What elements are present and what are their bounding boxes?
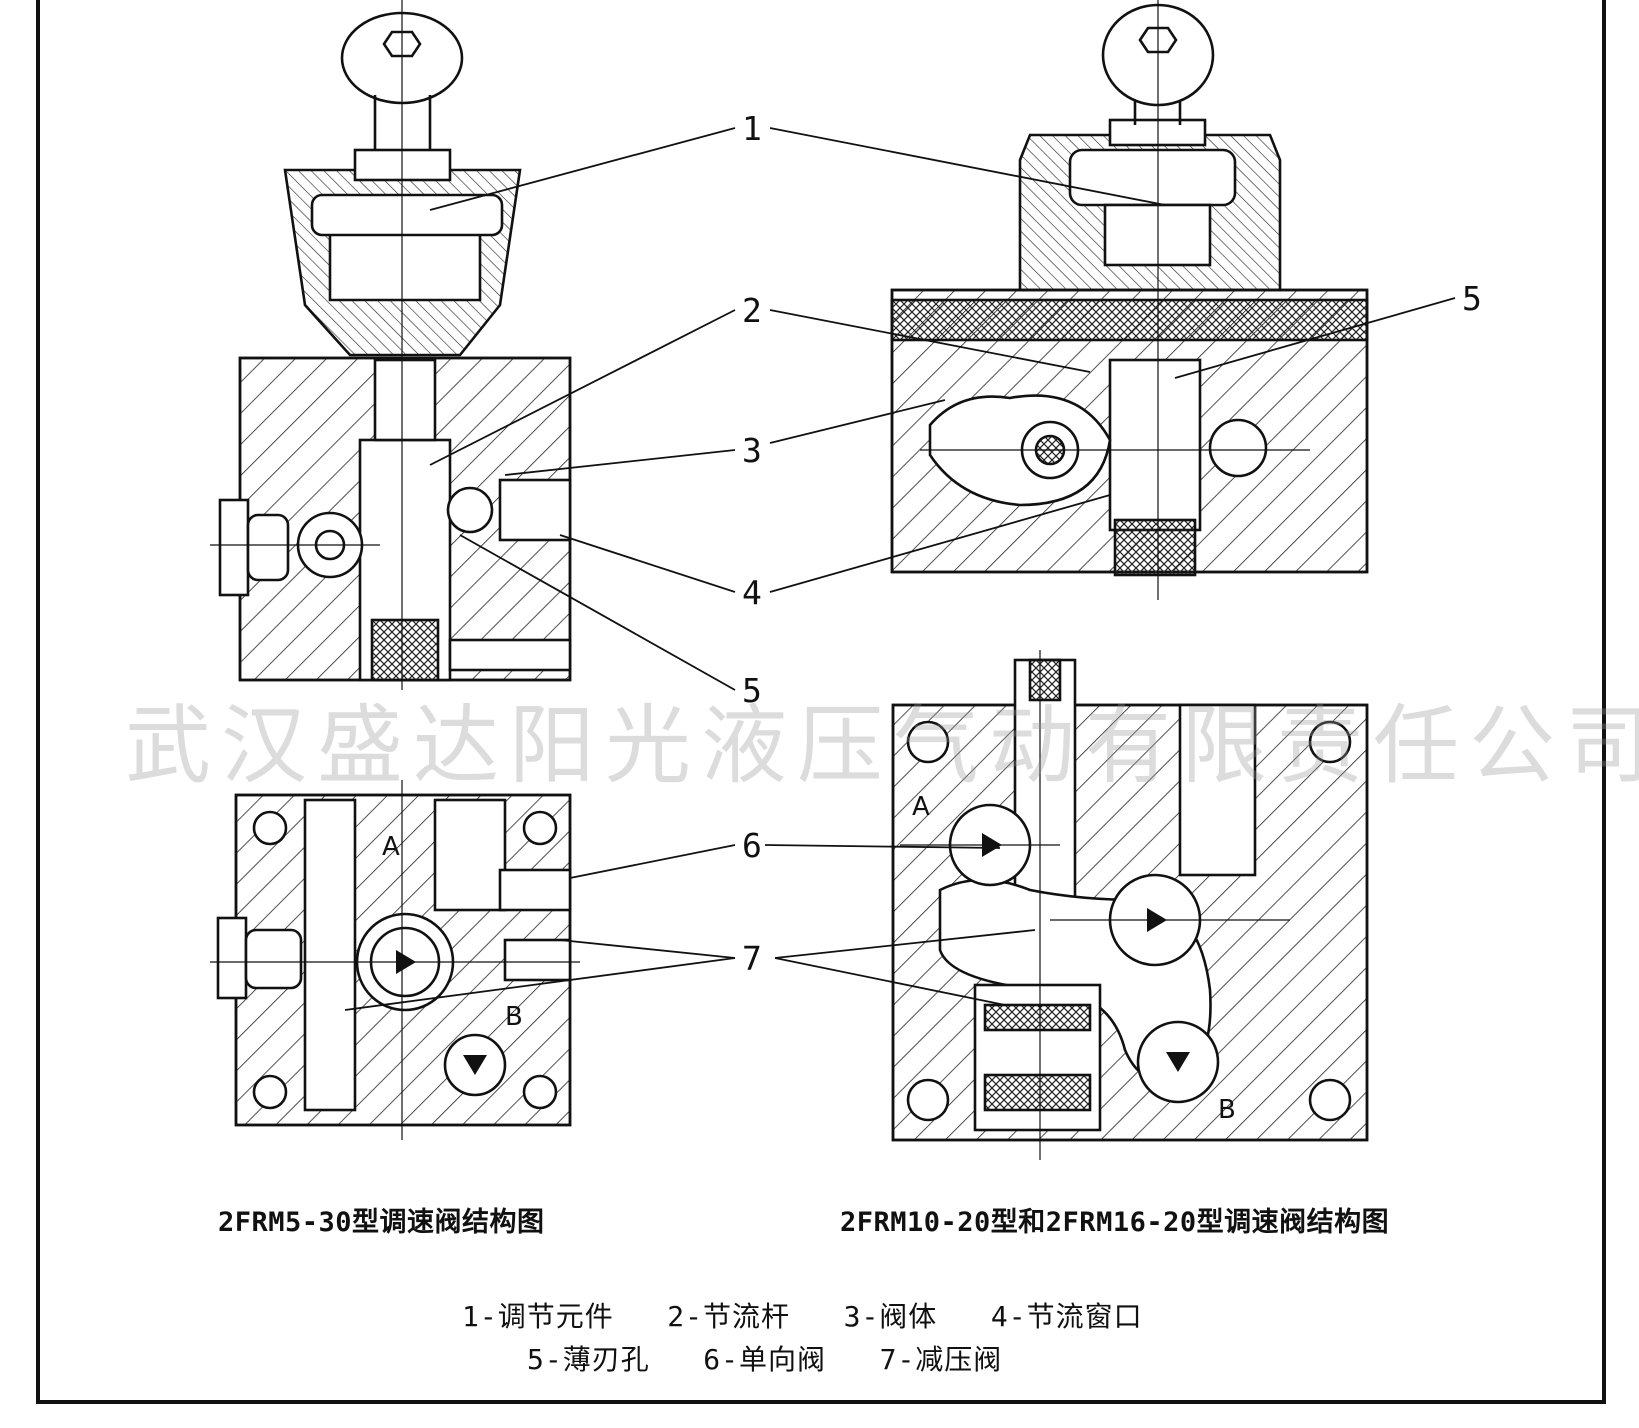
legend-line-2: 5-薄刃孔 6-单向阀 7-减压阀 (527, 1338, 1002, 1378)
callout-3-left: 3 (742, 431, 762, 470)
callout-labels: 1 2 3 4 5 1 5 3 4 2 6 7 (742, 109, 1482, 978)
callout-5-left: 5 (742, 671, 762, 710)
legend-item: 7-减压阀 (879, 1343, 1003, 1376)
callout-7: 7 (742, 939, 762, 978)
callout-1-left: 1 (742, 109, 762, 148)
legend-item: 6-单向阀 (703, 1343, 827, 1376)
callout-6: 6 (742, 826, 762, 865)
page-border (36, 0, 1606, 1404)
flow-arrows (396, 833, 1190, 1075)
legend-item: 3-阀体 (843, 1300, 938, 1333)
port-labels: A B A B (382, 792, 1236, 1125)
callout-4-left: 4 (742, 573, 762, 612)
legend-item: 5-薄刃孔 (527, 1343, 650, 1376)
diagram-2frm5-plan (210, 780, 580, 1140)
port-a-right: A (912, 792, 930, 822)
diagram-2frm10-section (890, 0, 1369, 600)
diagram-2frm5-section (210, 0, 572, 690)
leader-lines (344, 127, 1456, 1011)
caption-right: 2FRM10-20型和2FRM16-20型调速阀结构图 (840, 1207, 1390, 1238)
port-a-left: A (382, 832, 400, 862)
legend-item: 4-节流窗口 (990, 1300, 1143, 1333)
legend-line-1: 1-调节元件 2-节流杆 3-阀体 4-节流窗口 (462, 1295, 1143, 1335)
callout-5-right: 5 (1462, 279, 1482, 318)
caption-left: 2FRM5-30型调速阀结构图 (218, 1207, 545, 1238)
diagram-2frm10-plan (891, 650, 1369, 1160)
callout-2-left: 2 (742, 291, 762, 330)
legend-item: 1-调节元件 (462, 1300, 614, 1333)
legend-item: 2-节流杆 (667, 1300, 791, 1333)
port-b-left: B (505, 1002, 523, 1032)
port-b-right: B (1218, 1095, 1236, 1125)
